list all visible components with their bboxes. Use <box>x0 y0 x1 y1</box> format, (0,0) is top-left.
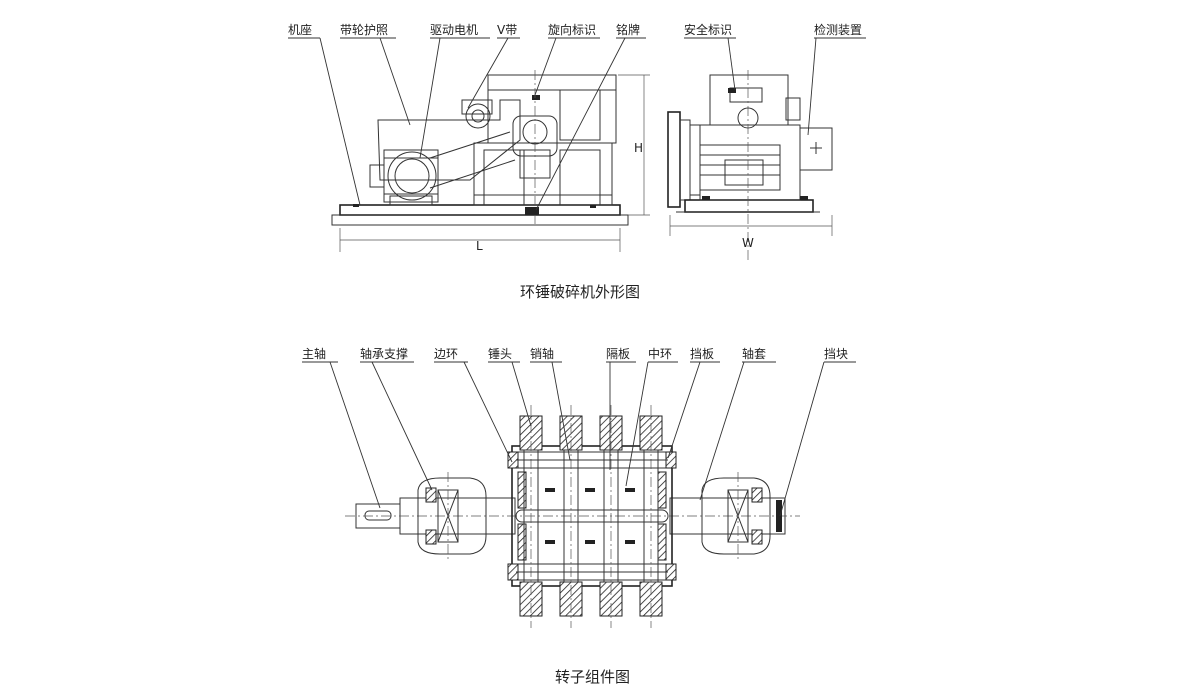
label-stop-block: 挡块 <box>824 347 848 361</box>
label-baffle: 挡板 <box>690 347 714 361</box>
label-bearing-support: 轴承支撑 <box>360 346 408 361</box>
label-middle-ring: 中环 <box>648 346 672 361</box>
label-spacer: 隔板 <box>606 347 630 361</box>
hammer-ring-1 <box>519 405 543 628</box>
front-view-drawing <box>331 70 650 252</box>
side-view-drawing <box>667 70 833 262</box>
label-drive-motor: 驱动电机 <box>430 23 478 37</box>
dim-label-L: L <box>476 239 483 253</box>
label-nameplate: 铭牌 <box>616 22 640 37</box>
label-machine-base: 机座 <box>288 22 312 37</box>
label-detection-device: 检测装置 <box>814 22 862 37</box>
label-pin-shaft: 销轴 <box>530 346 554 361</box>
label-shaft-sleeve: 轴套 <box>742 346 766 361</box>
label-side-ring: 边环 <box>434 347 458 361</box>
dim-label-H: H <box>634 141 643 155</box>
figure1-leaders <box>288 37 866 211</box>
label-main-shaft: 主轴 <box>302 346 326 361</box>
rotor-assembly-drawing <box>345 445 800 587</box>
hammer-ring-2 <box>559 405 583 628</box>
figure2-caption: 转子组件图 <box>555 668 631 686</box>
label-belt-guard: 带轮护照 <box>340 23 388 37</box>
hammer-rings <box>516 405 668 628</box>
label-rotation-mark: 旋向标识 <box>548 22 596 37</box>
hammer-ring-3 <box>599 405 623 628</box>
figure2-leaders <box>302 361 856 517</box>
hammer-ring-4 <box>639 405 663 628</box>
dim-label-W: W <box>742 236 754 250</box>
figure1-caption: 环锤破碎机外形图 <box>520 283 641 301</box>
label-safety-mark: 安全标识 <box>684 22 732 37</box>
label-hammer-head: 锤头 <box>488 346 512 361</box>
label-v-belt: V带 <box>497 23 517 37</box>
